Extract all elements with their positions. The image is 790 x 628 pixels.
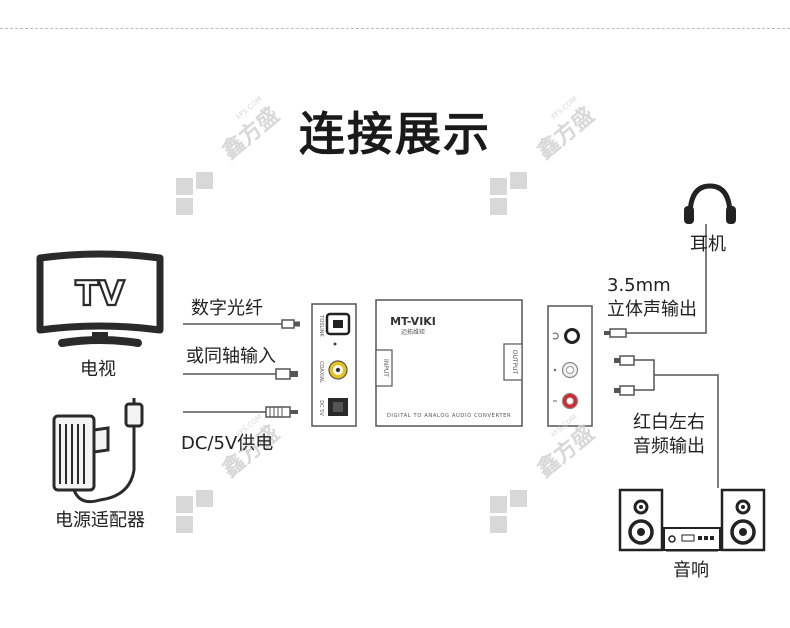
watermark-3 [176, 490, 213, 533]
power-adapter-icon [52, 398, 144, 504]
port-label-toslink: TOSLINK [318, 314, 324, 337]
speakers-icon [618, 488, 766, 552]
port-label-coaxial: COAXIAL [318, 361, 324, 383]
converter-device: INPUT OUTPUT MT-VIKI 迈拓维矩 DIGITAL TO ANA… [375, 299, 523, 427]
left-cables [183, 319, 300, 418]
tv-icon: TV [36, 250, 164, 347]
tv-screen-text: TV [75, 274, 125, 314]
input-tab [375, 349, 393, 387]
watermark-4 [490, 490, 527, 533]
label-tv: 电视 [80, 359, 116, 380]
label-stereo-out: 立体声输出 [607, 299, 697, 320]
label-speakers: 音响 [673, 560, 709, 581]
page-title: 连接展示 [299, 107, 491, 161]
device-caption: DIGITAL TO ANALOG AUDIO CONVERTER [387, 413, 511, 419]
port-label-dc: DC 5V [318, 400, 324, 416]
label-jack-size: 3.5mm [607, 275, 671, 296]
output-tab [503, 343, 523, 381]
output-tag: OUTPUT [511, 350, 518, 375]
label-headphones: 耳机 [690, 234, 726, 255]
device-brand-cn: 迈拓维矩 [401, 328, 425, 336]
label-rca-out-1: 红白左右 [633, 412, 705, 433]
watermark-2 [490, 172, 527, 215]
headphone-jack-port [564, 328, 580, 344]
output-panel [547, 305, 593, 427]
headphones-icon [684, 183, 736, 224]
label-rca-out-2: 音频输出 [633, 436, 705, 457]
label-dc-power: DC/5V供电 [181, 433, 274, 454]
top-dashed-divider [0, 28, 790, 29]
label-coaxial: 或同轴输入 [186, 346, 276, 367]
label-power-adapter: 电源适配器 [55, 510, 145, 531]
input-panel: TOSLINK COAXIAL DC 5V [311, 303, 357, 427]
watermark-1 [176, 172, 213, 215]
right-cables [604, 224, 719, 488]
device-brand: MT-VIKI [390, 315, 436, 328]
input-tag: INPUT [382, 359, 389, 377]
label-optical: 数字光纤 [191, 298, 263, 319]
